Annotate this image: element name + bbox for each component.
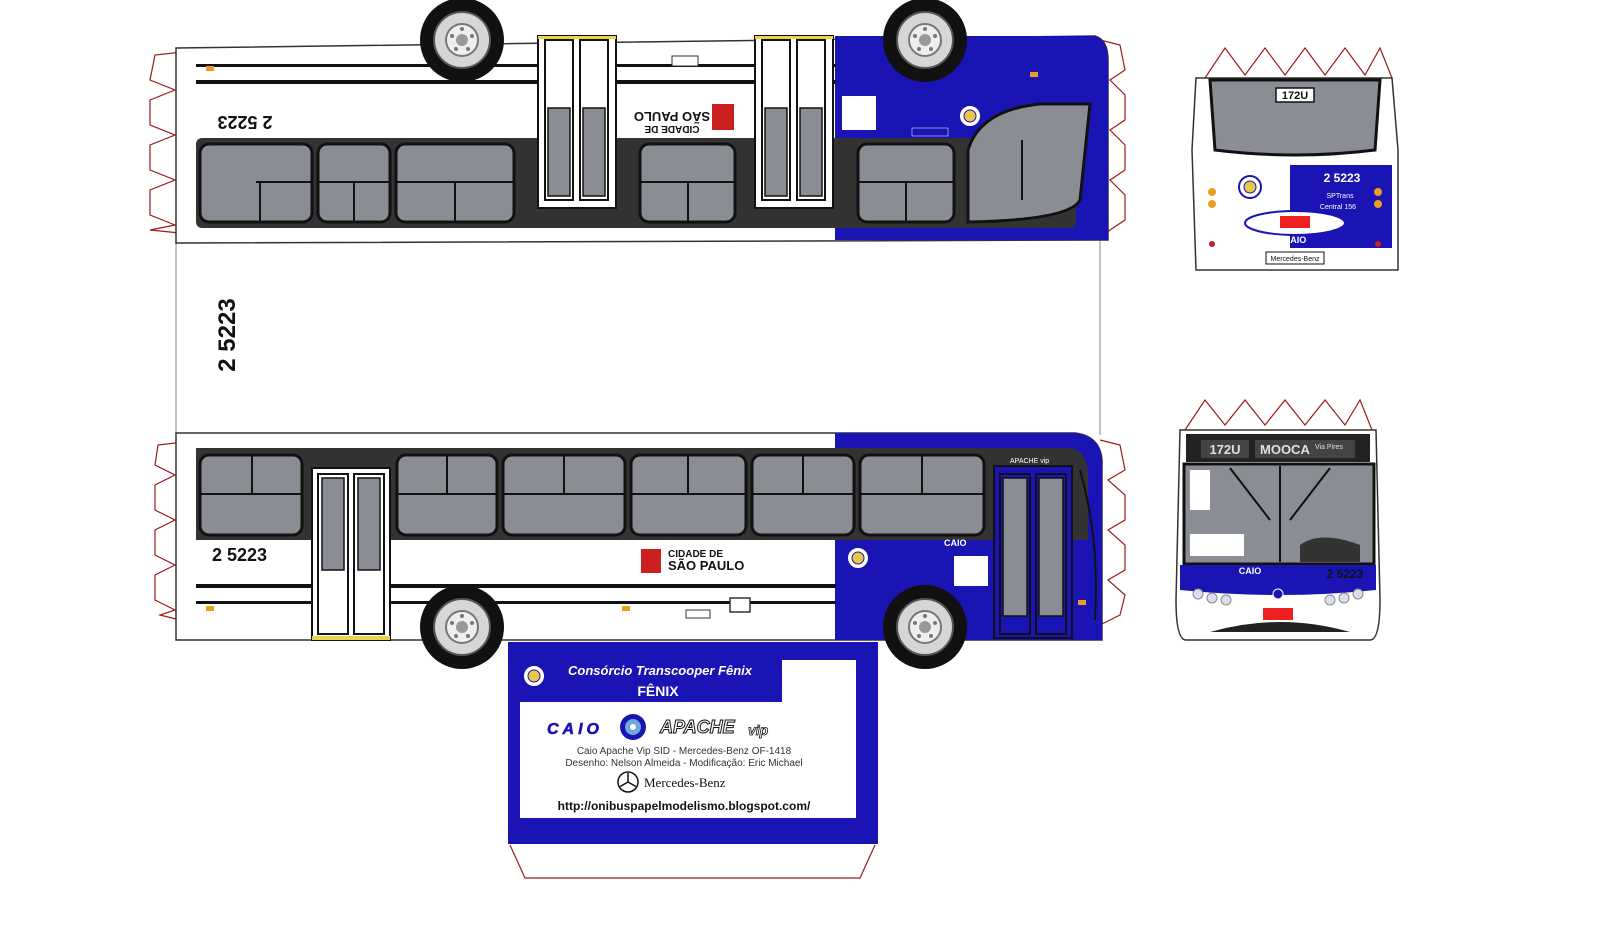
mercedes-star-icon <box>617 771 639 793</box>
front-line-number: 172U <box>1209 442 1240 457</box>
wheel-icon <box>882 0 968 83</box>
mercedes-text: Mercedes-Benz <box>644 775 726 790</box>
wheel-icon <box>419 0 505 83</box>
rear-fleet-number: 2 5223 <box>1324 171 1361 185</box>
model-line: Caio Apache Vip SID - Mercedes-Benz OF-1… <box>577 746 792 757</box>
caio-logo: CAIO <box>547 721 603 738</box>
wheel-icon <box>419 584 505 670</box>
rear-operator-badge: Central 156 <box>1320 204 1356 211</box>
fleet-number-top: 2 5223 <box>217 112 272 132</box>
info-panel: Consórcio Transcooper Fênix FÊNIX CAIO A… <box>508 642 878 879</box>
rear-caio-badge: CAIO <box>1284 235 1307 245</box>
caio-side-badge: CAIO <box>944 538 967 548</box>
city-line1-top: CIDADE DE <box>644 123 699 134</box>
caio-logo-icon <box>620 714 646 740</box>
sp-crest-icon <box>522 664 546 688</box>
sp-crest-icon <box>958 104 982 128</box>
city-line2-bottom: SÃO PAULO <box>668 558 744 573</box>
sp-crest-icon <box>846 546 870 570</box>
front-fleet-number: 2 5223 <box>1327 567 1364 581</box>
rear-line-number: 172U <box>1282 90 1308 102</box>
apache-logo: APACHE <box>659 717 736 737</box>
bus-side-bottom: 2 5223 CIDADE DE SÃO PAULO CAIO APACHE v… <box>175 432 1103 670</box>
apache-logo-suffix: vip <box>748 722 769 738</box>
rear-sptrans: SPTrans <box>1327 193 1354 200</box>
wheel-icon <box>882 584 968 670</box>
fold-tabs <box>149 39 1126 626</box>
front-caio-badge: CAIO <box>1239 566 1262 576</box>
bus-rear-view: 172U 2 5223 SPTrans Central 156 CAIO Mer… <box>1191 46 1399 271</box>
consortium-name: Consórcio Transcooper Fênix <box>568 663 753 678</box>
mercedes-star-icon <box>1272 588 1284 600</box>
front-destination: MOOCA <box>1260 442 1310 457</box>
bus-front-view: 172U MOOCA Via Pires CAIO 2 5223 <box>1175 398 1381 641</box>
credits-line: Desenho: Nelson Almeida - Modificação: E… <box>565 758 802 769</box>
city-line2-top: SÃO PAULO <box>634 109 710 124</box>
consortium-short-name: FÊNIX <box>637 682 679 699</box>
sp-crest-icon <box>1238 175 1262 199</box>
front-destination-via: Via Pires <box>1315 444 1343 451</box>
rear-brand: Mercedes-Benz <box>1270 256 1320 263</box>
city-line1-bottom: CIDADE DE <box>668 549 723 560</box>
apache-side-badge: APACHE vip <box>1010 458 1049 465</box>
bus-side-top: 2 5223 SÃO PAULO CIDADE DE <box>175 0 1109 244</box>
roof-fleet-number: 2 5223 <box>214 298 241 371</box>
fleet-number-bottom: 2 5223 <box>212 545 267 565</box>
blog-url: http://onibuspapelmodelismo.blogspot.com… <box>558 799 811 813</box>
